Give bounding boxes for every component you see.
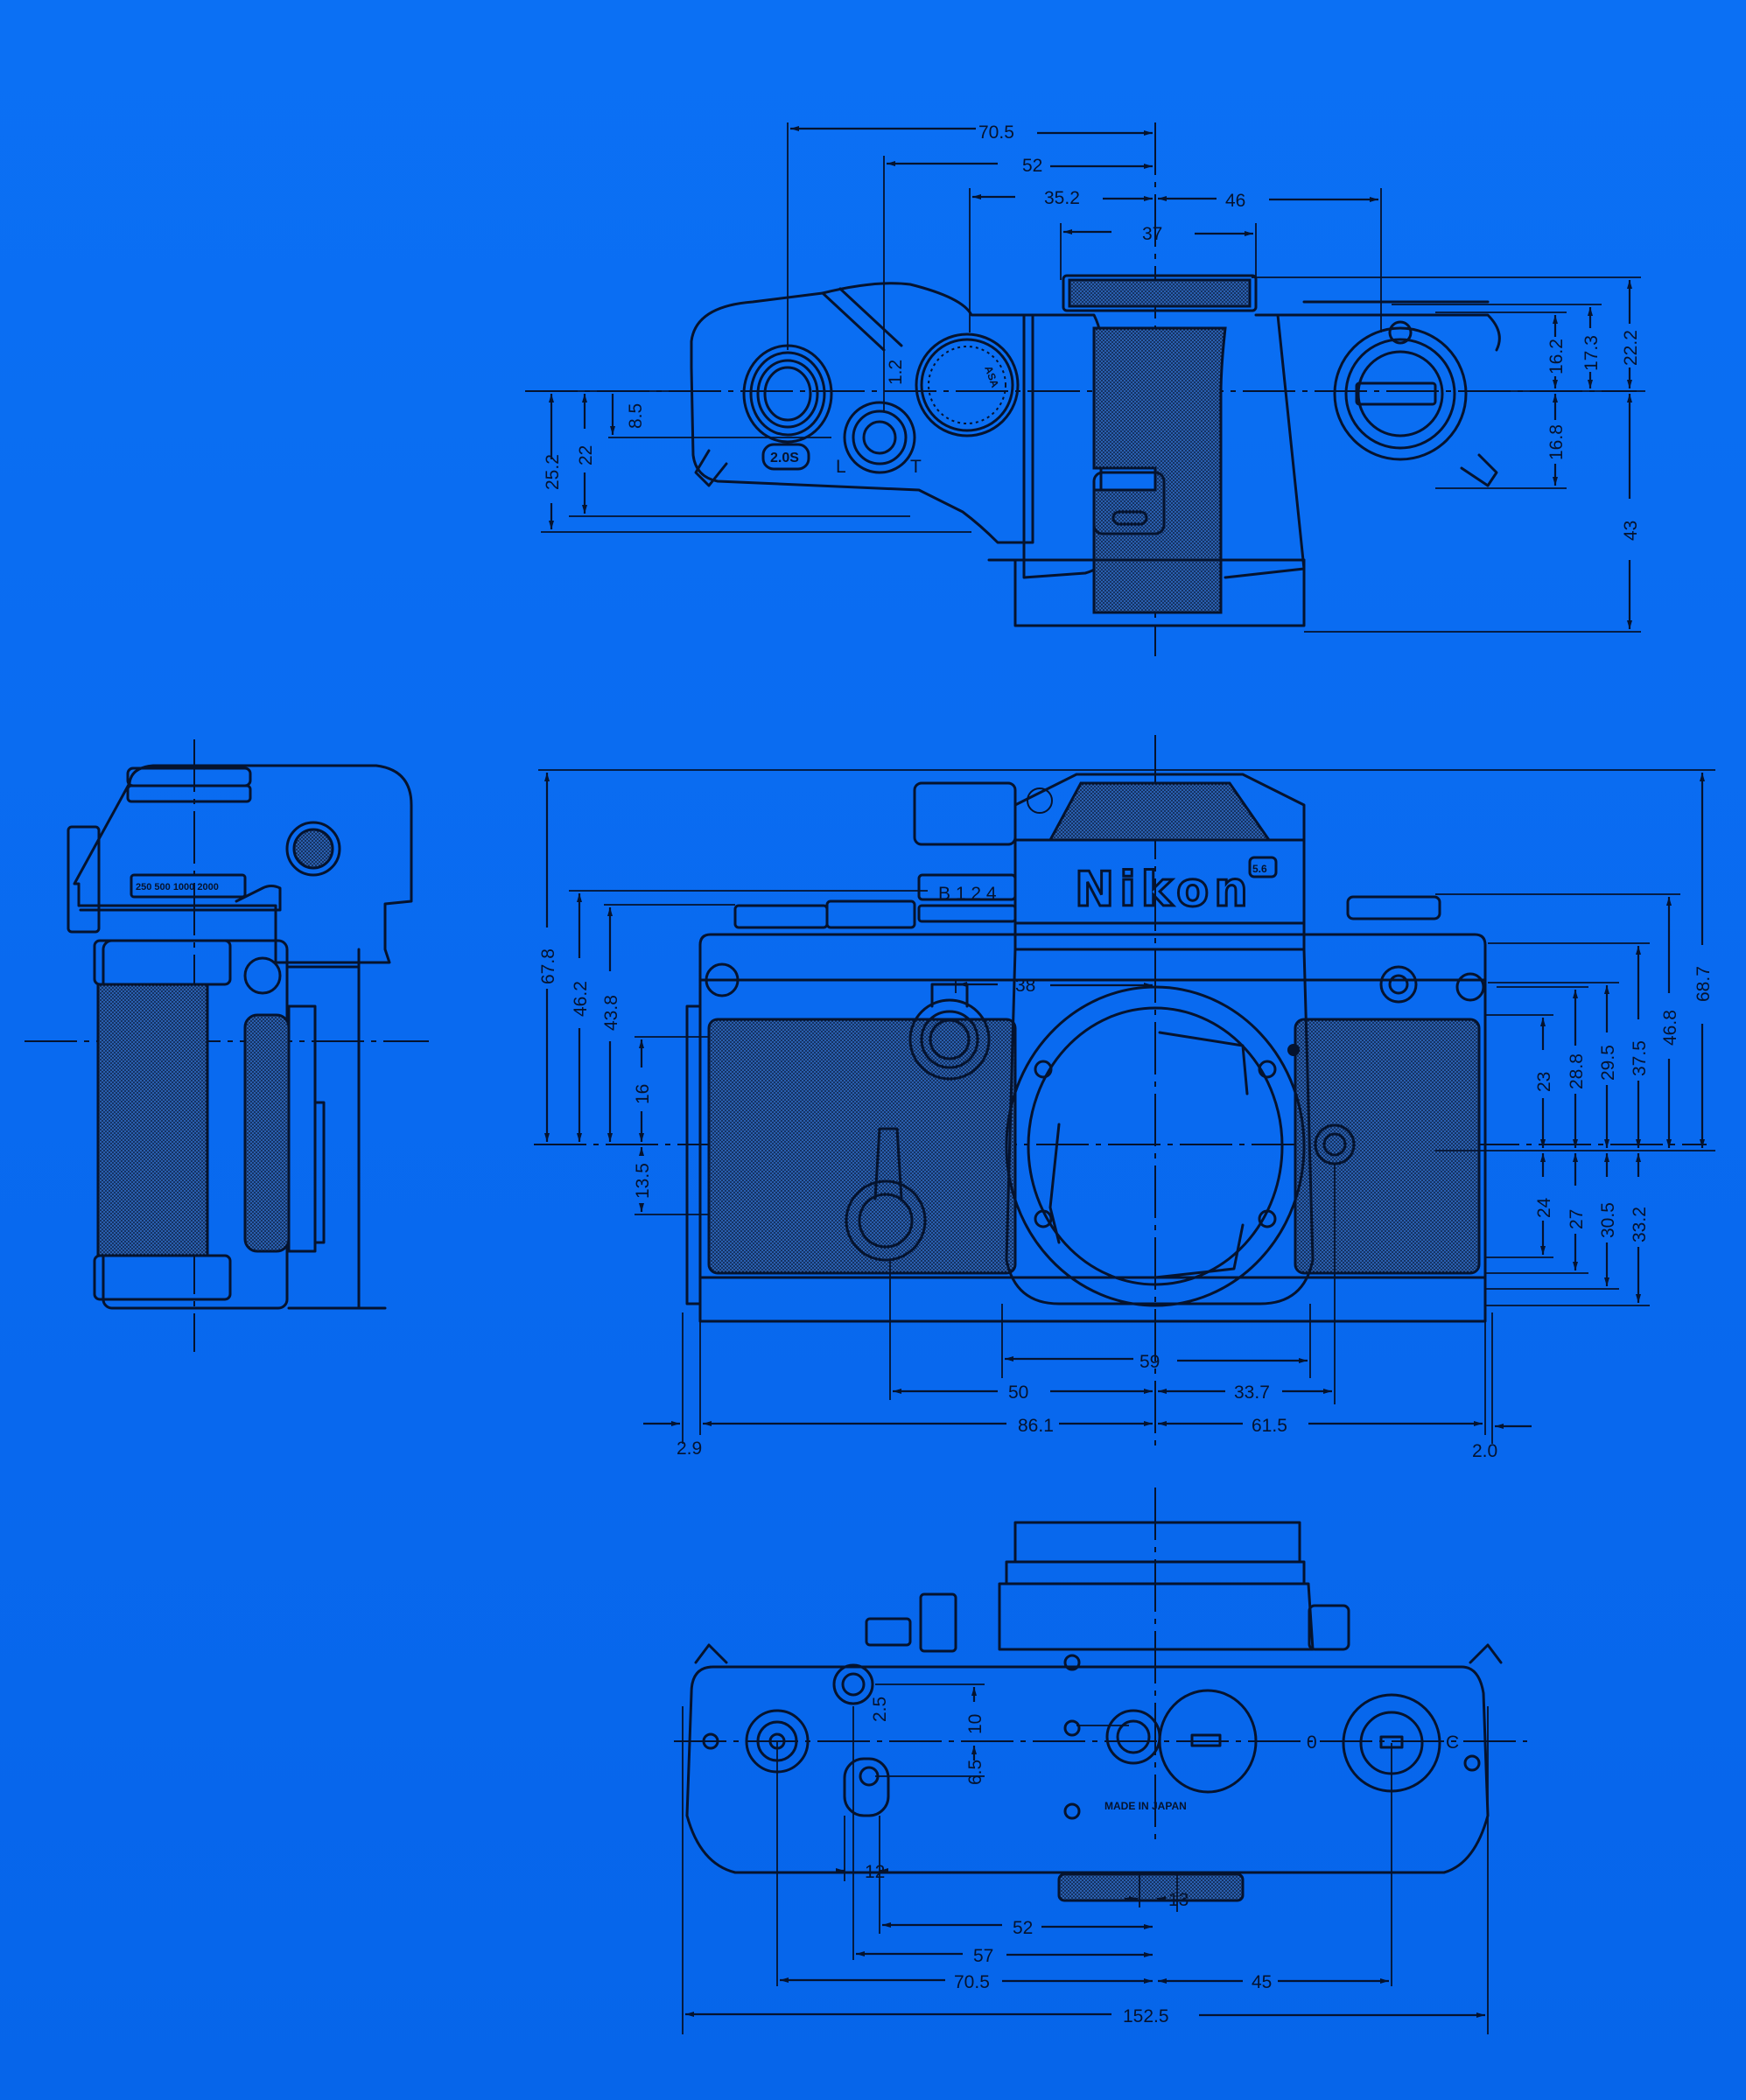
dim-bottom-52: 52 <box>1013 1918 1033 1938</box>
top-view: 2.0S L T ASA <box>525 122 1645 656</box>
dim-bottom-57: 57 <box>973 1946 993 1966</box>
dim-front-16: 16 <box>633 1084 653 1104</box>
made-in-japan-imprint: MADE IN JAPAN <box>1104 1800 1187 1812</box>
dim-top-37: 37 <box>1142 224 1162 244</box>
rewind-button-icon <box>1105 1709 1161 1765</box>
dim-front-29-5: 29.5 <box>1598 1045 1618 1081</box>
dim-front-13-5: 13.5 <box>633 1163 653 1199</box>
dim-front-2-0: 2.0 <box>1472 1441 1497 1461</box>
dim-top-35-2: 35.2 <box>1044 188 1080 208</box>
dim-front-2-9: 2.9 <box>677 1438 702 1459</box>
dim-front-61-5: 61.5 <box>1252 1416 1287 1436</box>
nikon-logo: Nikon <box>1075 862 1253 917</box>
dim-front-33-7: 33.7 <box>1234 1382 1270 1403</box>
dim-front-46-8: 46.8 <box>1660 1010 1680 1046</box>
dim-bottom-2-5: 2.5 <box>870 1697 890 1722</box>
rewind-mark-c: C <box>1446 1732 1459 1753</box>
rewind-knob-icon <box>742 344 833 444</box>
dim-top-16-8: 16.8 <box>1546 424 1567 460</box>
bottom-view: 0 C MADE IN JAPAN 10 6.5 2.5 12 13 52 <box>674 1488 1527 2034</box>
dim-top-70-5: 70.5 <box>978 122 1014 143</box>
dim-bottom-6-5: 6.5 <box>965 1760 985 1785</box>
asa-dial-icon: ASA <box>915 332 1020 438</box>
shutter-speed-scale: 250 500 1000 2000 <box>136 882 219 892</box>
dim-bottom-152-5: 152.5 <box>1123 2006 1169 2026</box>
dim-front-24: 24 <box>1534 1197 1554 1218</box>
svg-text:ASA: ASA <box>982 364 1001 389</box>
stop-down-lever-icon <box>845 1127 927 1262</box>
dim-top-8-5: 8.5 <box>626 403 646 429</box>
dim-top-46: 46 <box>1225 191 1245 211</box>
dim-top-52: 52 <box>1022 156 1042 176</box>
dim-front-38: 38 <box>1015 976 1035 996</box>
dim-top-22: 22 <box>576 445 596 466</box>
dim-front-67-8: 67.8 <box>538 948 558 984</box>
dim-bottom-70-5: 70.5 <box>954 1972 990 1992</box>
dim-bottom-13: 13 <box>1168 1890 1189 1910</box>
dim-front-33-2: 33.2 <box>1630 1207 1650 1242</box>
lever-mark-l: L <box>836 457 846 477</box>
dim-front-68-7: 68.7 <box>1693 966 1714 1002</box>
self-timer-icon <box>843 401 916 474</box>
shutter-dial-marks: B 1 2 4 <box>938 884 997 904</box>
side-view: 250 500 1000 2000 <box>25 739 429 1352</box>
self-timer-lever-icon <box>908 983 991 1081</box>
dim-bottom-12: 12 <box>865 1862 885 1882</box>
lever-mark-t: T <box>910 457 922 477</box>
dim-front-50: 50 <box>1008 1382 1028 1403</box>
dim-top-16-2: 16.2 <box>1546 339 1567 374</box>
dim-top-25-2: 25.2 <box>543 454 563 490</box>
dim-front-27: 27 <box>1567 1209 1587 1229</box>
dim-front-23: 23 <box>1534 1072 1554 1092</box>
dim-front-30-5: 30.5 <box>1598 1202 1618 1238</box>
battery-cover-icon <box>1158 1689 1258 1794</box>
rewind-mark-0: 0 <box>1307 1732 1317 1753</box>
dim-bottom-45: 45 <box>1252 1972 1272 1992</box>
dim-top-43: 43 <box>1621 521 1641 541</box>
dim-top-17-3: 17.3 <box>1581 335 1602 371</box>
dim-front-59: 59 <box>1139 1352 1160 1372</box>
finder-badge: 5.6 <box>1252 863 1267 875</box>
lens-mount-icon <box>1005 985 1306 1307</box>
film-advance-icon <box>1333 320 1468 461</box>
dim-bottom-10: 10 <box>965 1714 985 1734</box>
dim-front-46-2: 46.2 <box>571 981 591 1017</box>
dim-top-22-2: 22.2 <box>1621 330 1641 366</box>
dim-top-1-2: 1.2 <box>886 360 906 385</box>
dim-front-37-5: 37.5 <box>1630 1040 1650 1076</box>
frame-counter-label: 2.0S <box>770 451 799 466</box>
dim-front-28-8: 28.8 <box>1567 1054 1587 1089</box>
dim-front-43-8: 43.8 <box>601 995 621 1031</box>
right-dims-front: 23 28.8 29.5 37.5 46.8 68.7 24 27 30.5 <box>1534 773 1714 1303</box>
front-view: Nikon 5.6 B 1 2 4 <box>534 735 1715 1461</box>
dim-front-86-1: 86.1 <box>1018 1416 1054 1436</box>
